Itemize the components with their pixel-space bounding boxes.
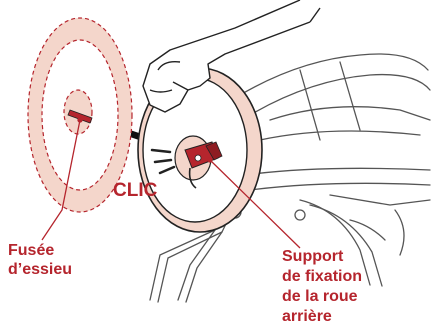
mount-label: Support de fixation de la roue arrière — [282, 247, 362, 327]
axle-label: Fusée d’essieu — [8, 241, 72, 279]
click-label: CLIC — [113, 181, 157, 201]
